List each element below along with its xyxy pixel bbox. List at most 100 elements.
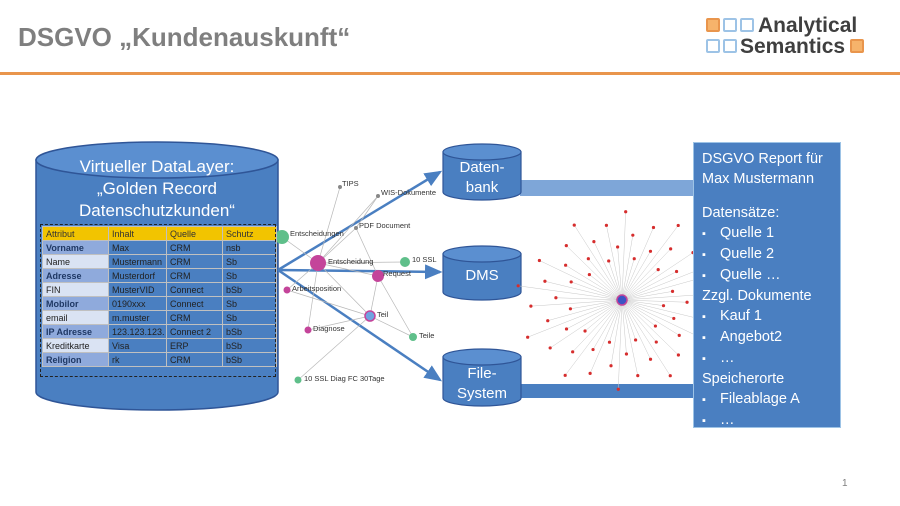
dms-label: DMS — [465, 267, 499, 284]
star-edge — [621, 299, 651, 360]
value-cell: Mustermann — [108, 254, 167, 269]
star-node — [685, 300, 689, 304]
star-edge — [621, 269, 659, 301]
graph-label-arbeitsposition: Arbeitsposition — [292, 284, 341, 293]
star-node — [564, 244, 568, 248]
star-node — [571, 350, 575, 354]
attribute-cell: Religion — [42, 352, 109, 367]
star-edge — [539, 260, 623, 301]
graph-label-entscheidungen: Entscheidungen — [290, 229, 344, 238]
logo-square-icon — [706, 39, 720, 53]
star-node — [546, 319, 550, 323]
datalayer-title-line3: Datenschutzkunden“ — [79, 201, 235, 220]
connector-arrows — [277, 170, 443, 382]
graph-labels: TIPS WIS-Dokumente PDF Document Entschei… — [290, 179, 437, 383]
report-datensaetze-heading: Datensätze: — [702, 205, 780, 221]
star-node — [526, 335, 530, 339]
star-edge — [621, 299, 636, 341]
star-node — [651, 225, 656, 230]
database-label-line1: Daten- — [459, 159, 505, 176]
star-edge — [589, 299, 623, 374]
value-cell: CRM — [166, 310, 223, 325]
value-cell: CRM — [166, 268, 223, 283]
star-edge — [572, 299, 623, 352]
graph-node — [372, 270, 384, 282]
star-node — [677, 333, 681, 337]
company-logo: Analytical Semantics — [706, 14, 874, 58]
star-edge — [621, 235, 634, 301]
star-hub-node — [616, 294, 628, 306]
filesystem-cylinder — [442, 348, 522, 407]
column-header: Schutz — [222, 226, 277, 241]
value-cell: bSb — [222, 324, 277, 339]
logo-text-line1: Analytical — [758, 14, 858, 37]
value-cell: MusterVID — [108, 282, 167, 297]
graph-label-teil: Teil — [377, 310, 389, 319]
attribute-cell: FIN — [42, 282, 109, 297]
star-node — [668, 374, 672, 378]
table-header-row: Attribut Inhalt Quelle Schutz — [42, 226, 277, 241]
value-cell: Connect — [166, 296, 223, 311]
star-node — [591, 347, 595, 352]
graph-label-tips: TIPS — [342, 179, 359, 188]
attribute-cell: IP Adresse — [42, 324, 109, 339]
slide-title: DSGVO „Kundenauskunft“ — [18, 22, 351, 52]
attribute-cell: Name — [42, 254, 109, 269]
value-cell: Connect 2 — [166, 324, 223, 339]
dms-cylinder — [442, 245, 522, 301]
star-edge — [621, 299, 627, 355]
star-edge — [544, 281, 623, 301]
star-edge — [621, 299, 688, 303]
star-edge — [621, 299, 671, 376]
graph-node — [409, 333, 417, 341]
star-node — [563, 373, 567, 377]
logo-square-icon — [723, 39, 737, 53]
star-node — [669, 247, 673, 251]
star-edge — [527, 299, 623, 338]
graph-label-wis: WIS-Dokumente — [381, 188, 436, 197]
star-edge — [606, 225, 623, 301]
star-node — [670, 289, 675, 293]
star-edge — [593, 241, 623, 301]
star-node — [648, 249, 653, 253]
star-edge — [550, 299, 623, 349]
star-edge — [565, 264, 623, 301]
value-cell: Sb — [222, 254, 277, 269]
value-cell: 123.123.123. — [108, 324, 167, 339]
graph-node — [376, 194, 380, 198]
logo-square-icon — [706, 18, 720, 32]
graph-node — [338, 185, 342, 189]
star-edge — [621, 258, 635, 301]
star-node — [604, 223, 609, 227]
graph-label-request: Request — [383, 269, 412, 278]
graph-node — [400, 257, 410, 267]
star-edge — [621, 299, 680, 336]
star-node — [583, 329, 587, 333]
star-node — [636, 374, 640, 378]
star-edge — [555, 297, 623, 301]
star-node — [607, 259, 611, 263]
star-edge — [564, 299, 623, 376]
logo-text-line2: Semantics — [740, 35, 846, 58]
star-node — [609, 364, 613, 368]
header-divider — [0, 72, 900, 75]
star-node — [631, 233, 635, 237]
star-node — [674, 269, 679, 274]
filesystem-label-line1: File- — [467, 365, 497, 382]
value-cell: Visa — [108, 338, 167, 353]
star-node — [632, 257, 636, 261]
report-list-item: Quelle 2 — [702, 244, 832, 265]
star-node — [676, 223, 680, 228]
datalayer-title-line2: „Golden Record — [96, 179, 217, 198]
star-node — [648, 357, 653, 361]
graph-label-entscheidung: Entscheidung — [328, 257, 373, 266]
star-edge — [621, 299, 674, 319]
value-cell: nsb — [222, 240, 277, 255]
